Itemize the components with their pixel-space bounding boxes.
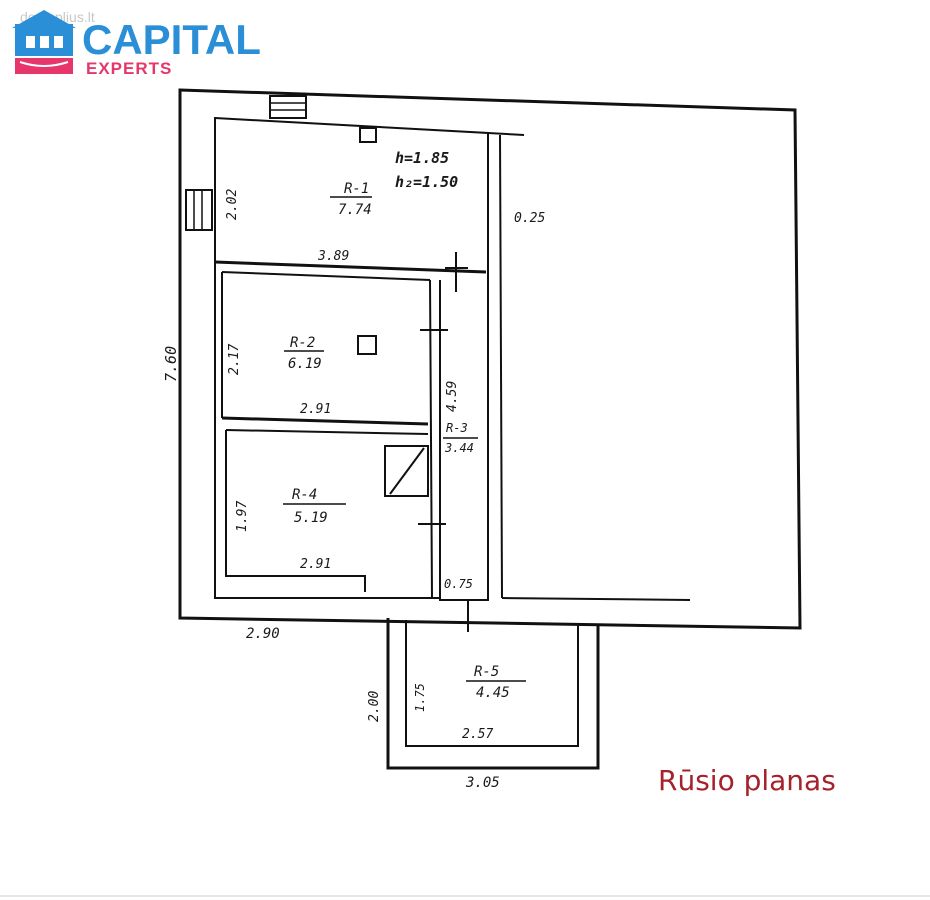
dim-r1-height: 2.02 (225, 189, 240, 220)
annex-inner-wall (405, 620, 579, 747)
dimension-labels: 7.60 2.02 3.89 0.25 2.17 2.91 4.59 1.97 … (162, 189, 545, 791)
dim-r4-width: 2.91 (300, 557, 331, 572)
room-r4-label: R-4 (292, 487, 317, 503)
dim-r5-inner-width: 2.57 (462, 727, 493, 742)
room-r2-area: 6.19 (288, 356, 322, 372)
room-r1-area: 7.74 (338, 202, 372, 218)
room-r4-area: 5.19 (294, 510, 328, 526)
room-r3-label: R-3 (446, 421, 468, 435)
dim-r5-outer-height: 2.00 (367, 691, 382, 722)
room-r2: R-2 6.19 (288, 335, 322, 372)
room-r1-h2: h₂=1.50 (395, 173, 458, 191)
walls (178, 88, 802, 770)
plan-caption: Rūsio planas (658, 764, 836, 797)
room-r1: R-1 7.74 h=1.85 h₂=1.50 (338, 149, 458, 218)
brand-name: CAPITAL (82, 16, 261, 63)
dim-r3-width: 0.75 (444, 577, 473, 591)
dim-r5-outer-width: 3.05 (465, 775, 500, 791)
dim-bottom-left: 2.90 (246, 626, 280, 642)
dim-r3-height: 4.59 (445, 381, 460, 412)
room-r5-label: R-5 (474, 664, 499, 680)
book-logo-icon (15, 58, 73, 74)
room-r3: R-3 3.44 (444, 421, 474, 455)
room-r4: R-4 5.19 (292, 487, 328, 526)
dim-r2-width: 2.91 (300, 402, 331, 417)
brand-sub: EXPERTS (86, 59, 172, 78)
dim-r5-inner-height: 1.75 (413, 683, 427, 712)
brand-logo: CAPITAL EXPERTS (12, 10, 261, 78)
dim-total-height: 7.60 (162, 346, 180, 382)
house-logo-icon (12, 10, 76, 56)
dim-wall: 0.25 (514, 211, 545, 226)
room-r1-height: h=1.85 (395, 149, 449, 167)
room-r1-label: R-1 (344, 181, 369, 197)
room-r3-area: 3.44 (444, 441, 474, 455)
outer-wall (178, 88, 802, 630)
dim-r2-height: 2.17 (227, 344, 242, 375)
annex-outer-wall (386, 618, 600, 770)
room-r5: R-5 4.45 (474, 664, 510, 701)
room-r5-area: 4.45 (476, 685, 510, 701)
room-r2-label: R-2 (290, 335, 315, 351)
dim-r4-height: 1.97 (235, 501, 250, 532)
dim-r1-width: 3.89 (317, 249, 349, 264)
